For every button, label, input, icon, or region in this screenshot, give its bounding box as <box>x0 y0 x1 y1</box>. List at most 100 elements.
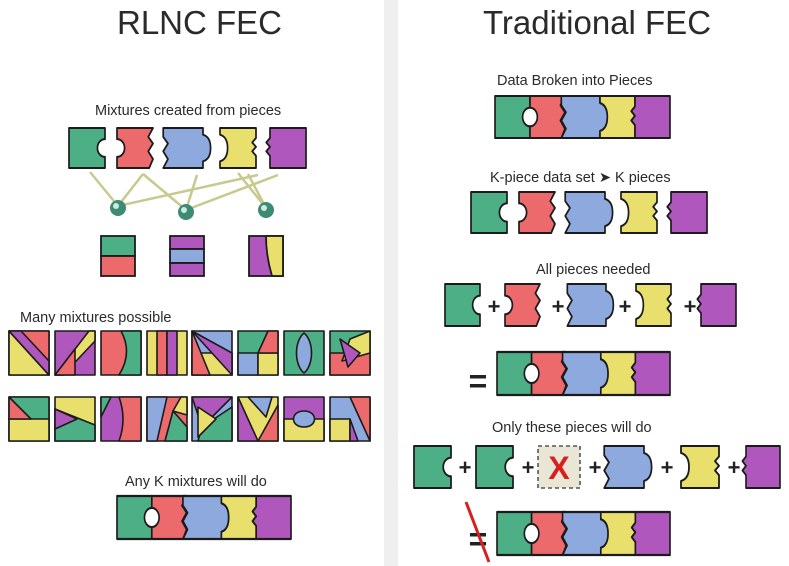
mixture-c <box>248 235 284 277</box>
rlnc-piece-4 <box>265 126 307 170</box>
mixture-square-region <box>329 418 351 442</box>
needed-piece-4 <box>696 282 737 328</box>
traditional-title: Traditional FEC <box>483 4 712 41</box>
rlnc-mixing-network <box>89 171 279 220</box>
rlnc-piece-3 <box>219 126 257 170</box>
mixture-square-region <box>197 406 217 438</box>
mixture-square-region <box>166 330 178 376</box>
strip-piece-1 <box>150 494 188 541</box>
mixture-square-region <box>349 396 371 442</box>
missing-piece: X <box>537 445 581 489</box>
mixture-square-4 <box>146 330 188 376</box>
only-plus-sign-0: + <box>459 455 472 480</box>
caption-all-pieces-needed: All pieces needed <box>536 262 651 278</box>
strip-piece-4 <box>630 94 671 140</box>
connector-line-3 <box>184 174 199 211</box>
mixture-square-16 <box>329 396 371 442</box>
caption-only-these-pieces: Only these pieces will do <box>492 420 652 436</box>
not-equal-slash <box>464 501 491 563</box>
plus-sign-2: + <box>619 294 632 319</box>
caption-k-piece-data-set: K-piece data set ➤ K pieces <box>490 170 671 186</box>
only-plus-sign-1: + <box>522 455 535 480</box>
mixture-square-10 <box>54 396 96 442</box>
mixing-node-highlight-2 <box>261 205 267 211</box>
mixture-square-7 <box>283 330 325 376</box>
mixture-square-region <box>349 418 359 442</box>
plus-sign-3: + <box>684 294 697 319</box>
mixture-square-region <box>8 396 32 420</box>
mixture-square-2 <box>54 330 96 376</box>
only-piece-purple <box>741 444 781 490</box>
mixture-a-top <box>100 235 136 257</box>
needed-piece-3 <box>635 282 672 328</box>
strip-piece-1 <box>530 510 568 557</box>
mixing-node-highlight-1 <box>181 207 187 213</box>
caption-broken-into-pieces: Data Broken into Pieces <box>497 73 653 89</box>
mixture-square-1 <box>8 330 50 376</box>
all-pieces-needed-row: ++++ <box>444 282 737 328</box>
mixture-square-region <box>257 330 279 354</box>
missing-x-mark: X <box>548 450 570 486</box>
not-equal-strip-row: = <box>464 501 671 563</box>
connector-line-4 <box>185 173 279 212</box>
mixture-c-wedge <box>265 235 284 277</box>
rlnc-source-pieces <box>68 126 307 170</box>
plus-sign-1: + <box>552 294 565 319</box>
only-plus-sign-3: + <box>661 455 674 480</box>
needed-piece-1 <box>504 282 541 328</box>
mixture-square-region <box>118 396 142 442</box>
only-plus-sign-4: + <box>728 455 741 480</box>
only-piece-green <box>413 444 452 490</box>
mixture-square-region <box>164 410 188 442</box>
only-piece-green-duplicate <box>475 444 514 490</box>
mixture-square-region <box>257 352 279 376</box>
mixture-square-5 <box>191 330 233 376</box>
mixture-square-11 <box>100 396 142 442</box>
needed-piece-0 <box>444 282 481 328</box>
strip-piece-1 <box>529 94 566 140</box>
mixture-square-region <box>191 330 211 376</box>
mixture-square-region <box>237 396 259 442</box>
mixture-b-band-2 <box>169 248 205 264</box>
mixture-square-region <box>156 330 168 376</box>
mixture-square-region <box>54 408 78 430</box>
connector-line-0 <box>89 171 119 207</box>
mixture-a-bottom <box>100 255 136 277</box>
caption-mixtures-created: Mixtures created from pieces <box>95 103 282 119</box>
mixture-square-region <box>191 330 233 376</box>
caption-any-k: Any K mixtures will do <box>125 474 267 490</box>
equals-sign: = <box>469 363 488 399</box>
traditional-data-strip <box>494 94 671 140</box>
mixture-square-region <box>295 332 313 374</box>
connector-line-6 <box>246 173 268 209</box>
mixture-square-14 <box>237 396 279 442</box>
rlnc-piece-1 <box>116 126 154 170</box>
strip-piece-0 <box>496 510 533 557</box>
rlnc-result-strip <box>116 494 292 541</box>
mixture-square-9 <box>8 396 50 442</box>
connector-line-2 <box>142 173 187 211</box>
connector-line-1 <box>117 173 144 207</box>
rlnc-title: RLNC FEC <box>117 4 283 41</box>
only-piece-blue <box>603 444 653 490</box>
strip-piece-4 <box>630 350 671 397</box>
panel-divider <box>384 0 398 566</box>
mixture-square-region <box>118 330 142 376</box>
mixture-square-region <box>172 396 188 416</box>
mixture-b-band-3 <box>169 262 205 277</box>
strip-piece-4 <box>630 510 671 557</box>
k-piece-4 <box>666 190 708 235</box>
equals-result-strip <box>496 350 671 397</box>
mixture-square-8 <box>329 330 371 376</box>
missing-piece-outline <box>537 445 581 489</box>
mixture-square-3 <box>100 330 142 376</box>
mixture-a <box>100 235 136 277</box>
mixture-square-region <box>146 396 168 442</box>
connector-line-7 <box>117 173 259 208</box>
mixture-square-region <box>8 418 50 442</box>
mixture-square-region <box>54 348 76 376</box>
mixture-square-region <box>339 338 361 368</box>
strip-piece-0 <box>116 494 153 541</box>
mixture-square-region <box>237 352 259 376</box>
